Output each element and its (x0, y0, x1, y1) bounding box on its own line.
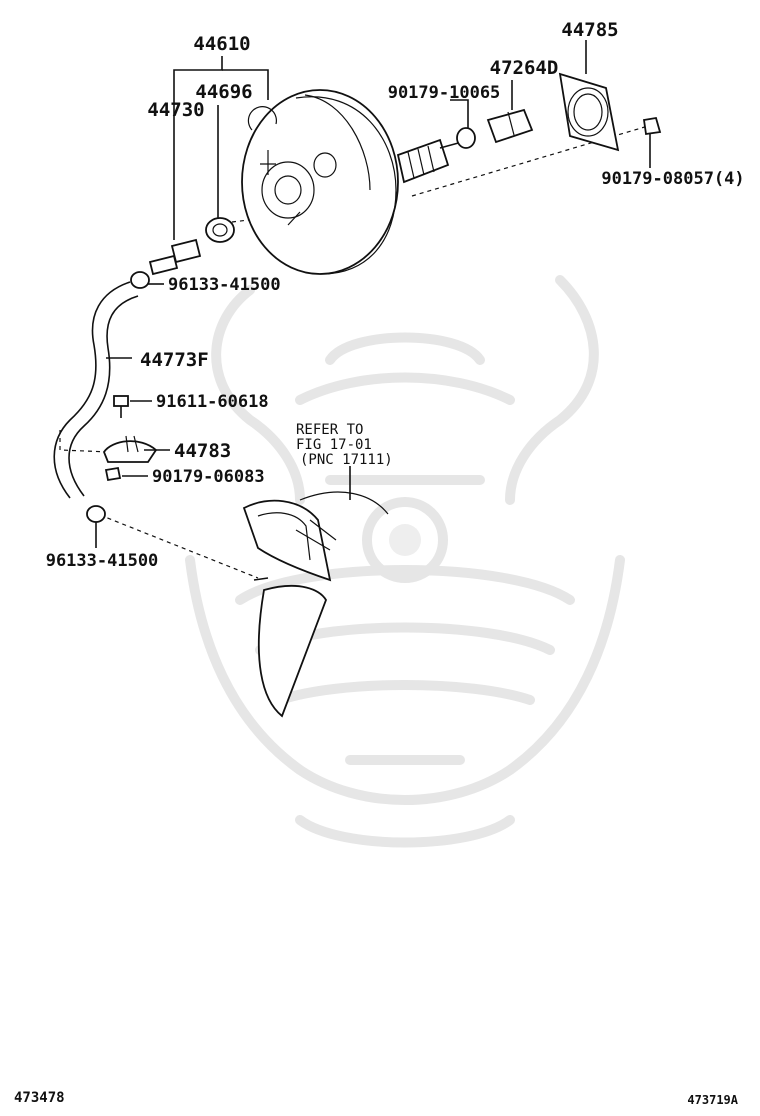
footer-left-code: 473478 (14, 1090, 65, 1106)
label-90179-06083[interactable]: 90179-06083 (152, 467, 265, 487)
vacuum-hose (53, 281, 139, 499)
clevis-part (486, 108, 534, 144)
brake-booster (241, 89, 463, 275)
label-90179-10065[interactable]: 90179-10065 (388, 83, 501, 103)
dash-panel (242, 466, 389, 718)
label-44783[interactable]: 44783 (174, 440, 231, 462)
clip-upper-part (130, 271, 150, 289)
label-91611-60618[interactable]: 91611-60618 (156, 392, 269, 412)
seal-plate-part (558, 72, 620, 152)
label-44696[interactable]: 44696 (195, 81, 252, 103)
footer-right-code: 473719A (687, 1093, 738, 1107)
label-44773F[interactable]: 44773F (140, 349, 209, 371)
grommet-part (205, 217, 235, 243)
clevis-nut-part (456, 127, 476, 149)
label-44610[interactable]: 44610 (193, 33, 250, 55)
watermark-samurai-mask (185, 275, 625, 848)
reference-note-line3: (PNC 17111) (300, 452, 393, 468)
hose-clamp-part (102, 435, 158, 463)
check-valve-part (148, 238, 202, 276)
leader-lines (95, 40, 651, 548)
label-90179-08057[interactable]: 90179-08057(4) (601, 169, 744, 189)
reference-note-line2[interactable]: FIG 17-01 (296, 437, 372, 453)
label-47264D[interactable]: 47264D (490, 57, 559, 79)
clip-lower-part (86, 505, 106, 523)
label-44785[interactable]: 44785 (561, 19, 618, 41)
booster-nut-part (642, 116, 662, 136)
label-96133-41500-upper[interactable]: 96133-41500 (168, 275, 281, 295)
label-44730[interactable]: 44730 (147, 99, 204, 121)
clamp-nut-part (104, 466, 122, 482)
reference-note-line1: REFER TO (296, 422, 363, 438)
bolt-part (113, 395, 129, 418)
label-96133-41500-lower[interactable]: 96133-41500 (46, 551, 159, 571)
